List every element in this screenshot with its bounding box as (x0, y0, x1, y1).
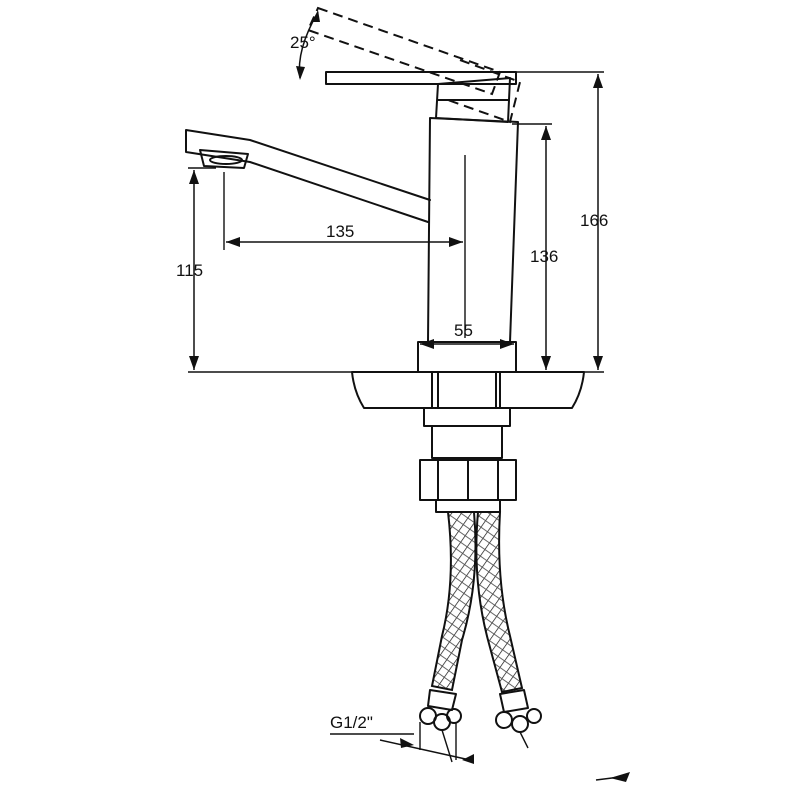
mounting-nut (419, 459, 517, 501)
handle-lever (325, 71, 517, 85)
dimension-spout-reach: 135 (223, 172, 463, 250)
countertop-section (351, 371, 585, 409)
hose-fitting-right (495, 689, 542, 733)
dimension-base-diameter: 55 (420, 321, 514, 349)
faucet-body (427, 117, 519, 343)
body-height-label: 136 (530, 247, 558, 266)
thread-dimension: G1/2" (330, 713, 630, 782)
spout-height-label: 115 (176, 261, 203, 280)
lever-handle (306, 6, 522, 124)
mounting-hardware (419, 407, 517, 513)
handle-rotated-outline (306, 6, 502, 96)
spout (185, 129, 431, 223)
dimension-body-height: 136 (512, 123, 558, 370)
hose-left (430, 511, 477, 692)
threaded-shank (437, 371, 497, 409)
dimension-total-height: 166 (516, 71, 608, 373)
thread-label: G1/2" (330, 713, 373, 732)
base-diameter-label: 55 (454, 321, 473, 340)
spout-reach-label: 135 (326, 222, 354, 241)
total-height-label: 166 (580, 211, 608, 230)
flexible-hoses (419, 511, 542, 763)
hose-fitting-left (419, 689, 462, 731)
hose-right (475, 511, 524, 694)
aerator (199, 149, 249, 169)
angle-label: 25° (290, 33, 316, 52)
dimension-spout-height: 115 (176, 167, 352, 373)
angle-dimension: 25° (290, 10, 320, 80)
